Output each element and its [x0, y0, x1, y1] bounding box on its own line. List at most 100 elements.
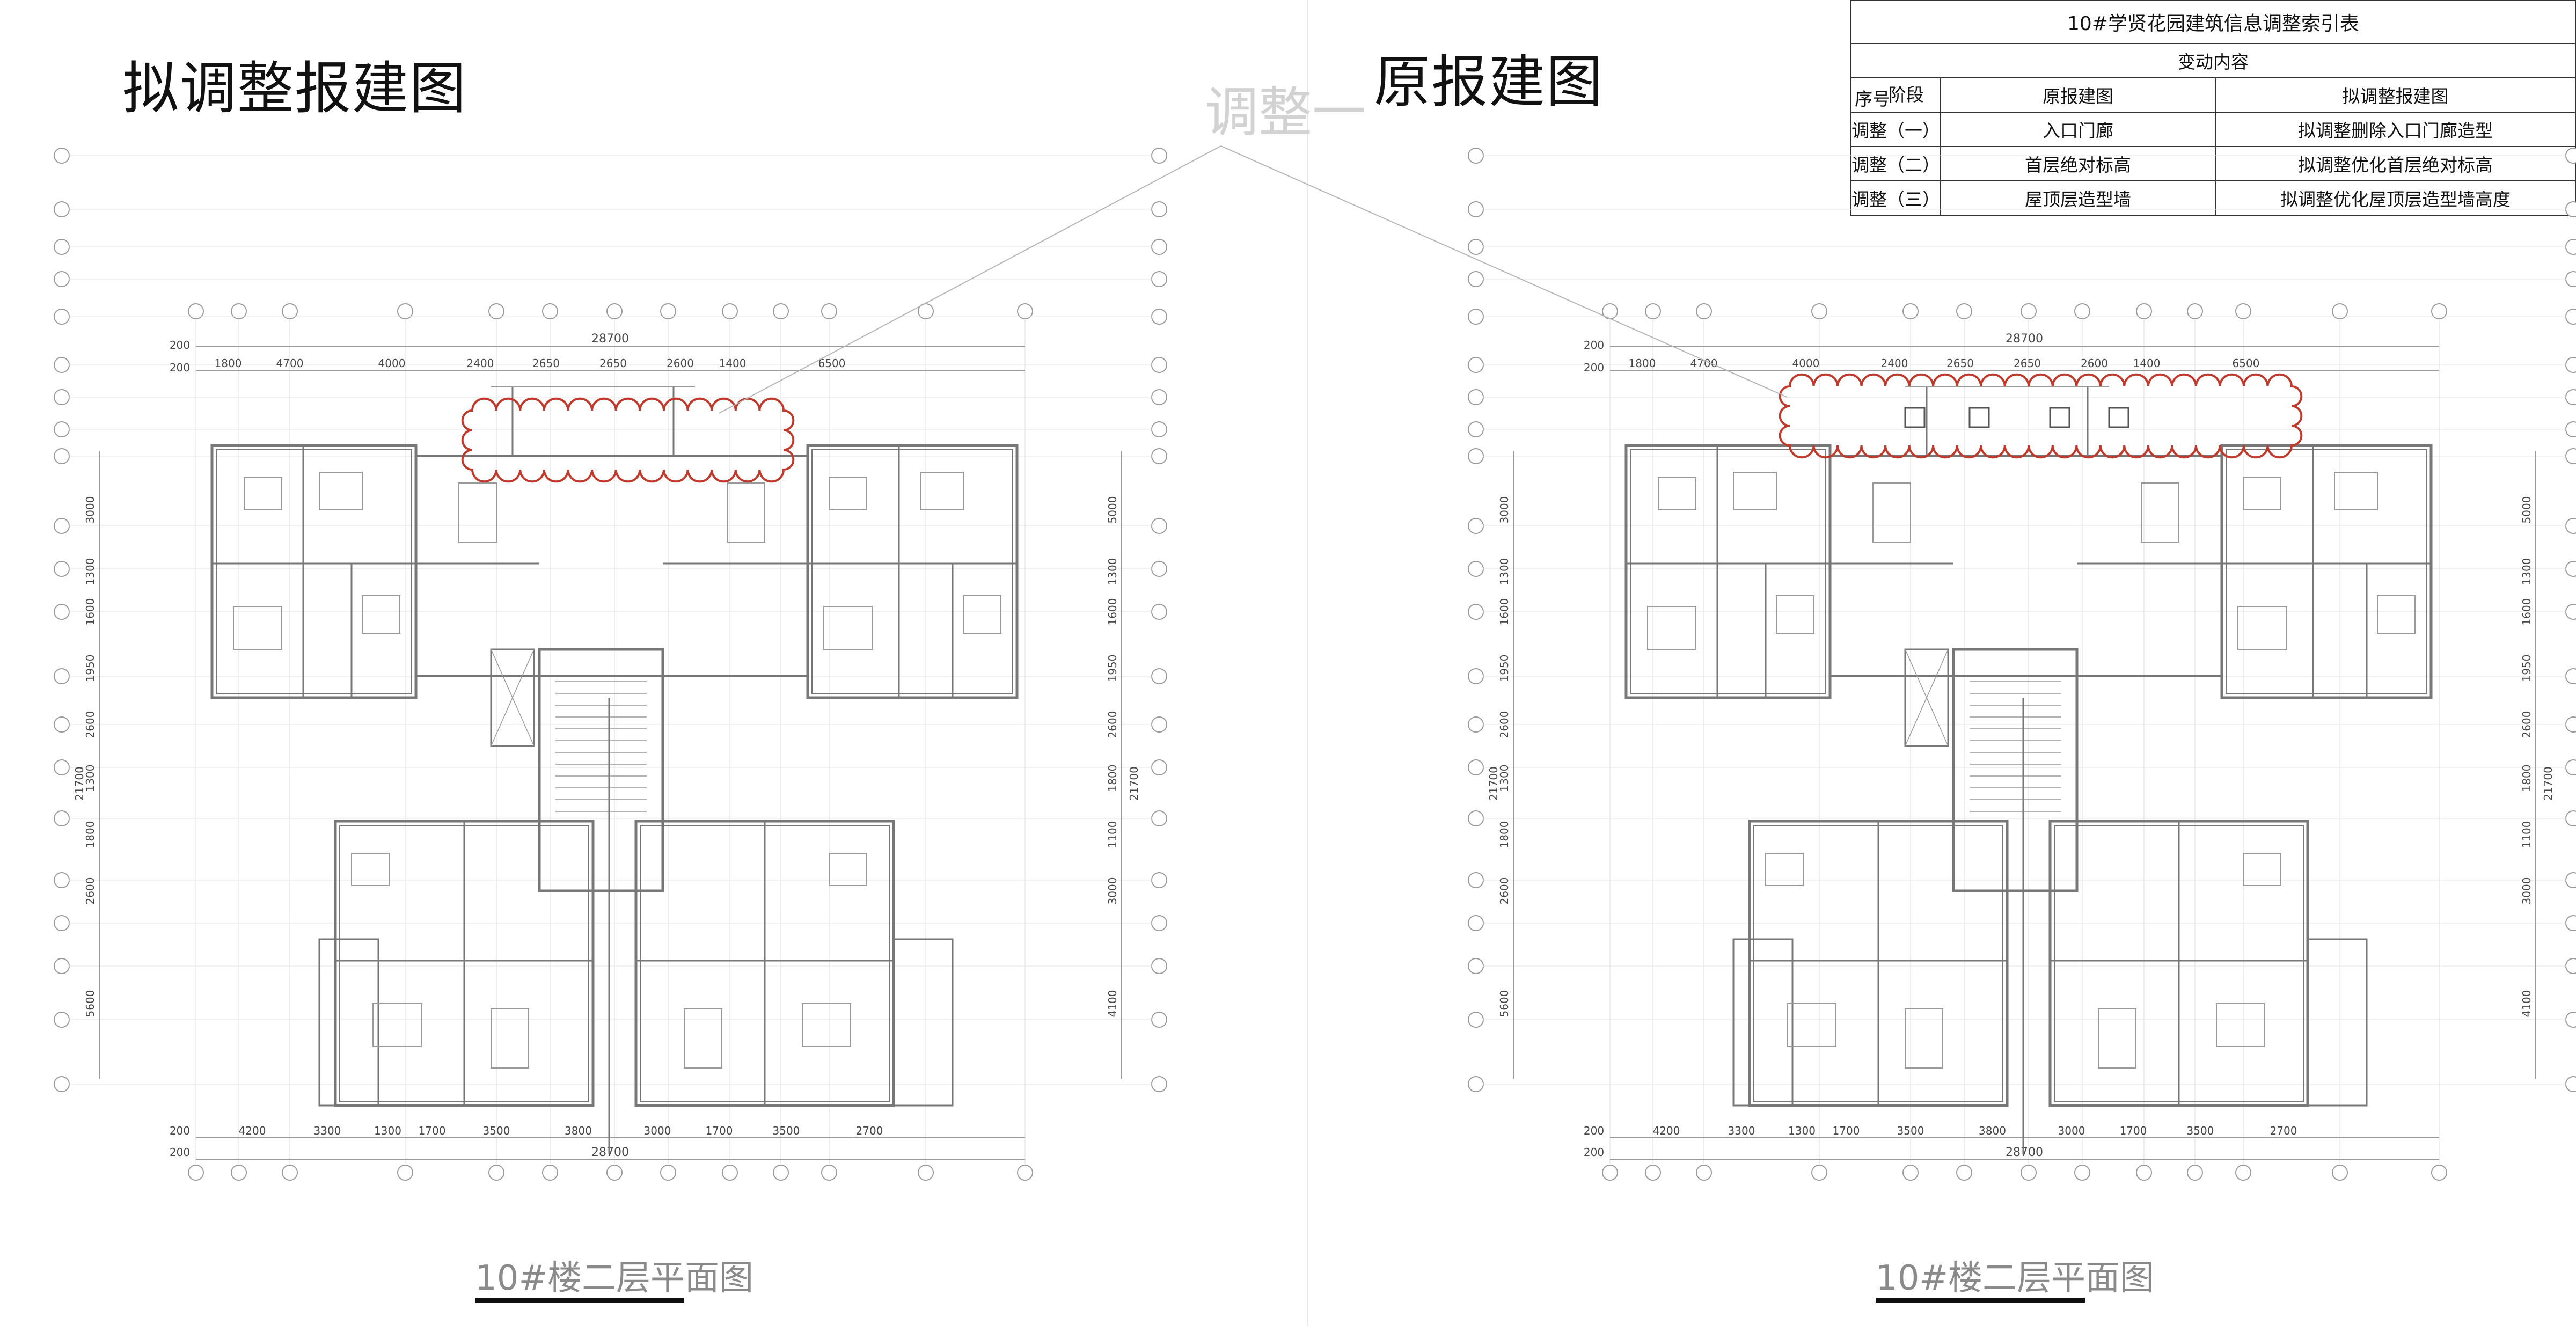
grid-bubble-left: [1468, 148, 1484, 164]
bottom-segment-dim: 3300: [1728, 1124, 1755, 1137]
grid-bubble-right: [2565, 872, 2576, 888]
overall-dim-vertical: 21700: [1128, 766, 1140, 801]
furniture-fixture: [823, 606, 873, 650]
bottom-segment-dim: 1300: [374, 1124, 401, 1137]
right-segment-dim: 4100: [2520, 990, 2533, 1018]
bottom-segment-dim: 3000: [644, 1124, 671, 1137]
left-segment-dim: 1300: [84, 558, 97, 586]
entrance-post-marker: [1904, 407, 1926, 428]
grid-bubble-bottom: [231, 1165, 247, 1181]
grid-bubble-bottom: [2332, 1165, 2348, 1181]
balcony-lower-left: [318, 938, 379, 1107]
bottom-segment-dim: 3500: [483, 1124, 510, 1137]
grid-bubble-left: [1468, 716, 1484, 733]
right-segment-dim: 1100: [1106, 821, 1119, 848]
grid-bubble-right: [1151, 271, 1167, 287]
furniture-fixture: [319, 472, 363, 510]
edge-dim: 200: [170, 361, 190, 374]
grid-bubble-right: [1151, 201, 1167, 217]
top-segment-dim: 6500: [818, 357, 846, 370]
grid-bubble-left: [54, 201, 70, 217]
stair-core: [1952, 648, 2079, 892]
grid-bubble-left: [54, 357, 70, 373]
right-segment-dim: 1800: [1106, 765, 1119, 792]
grid-bubble-left: [54, 389, 70, 405]
grid-bubble-left: [1468, 1012, 1484, 1028]
col-stage-label: 阶段: [1889, 84, 1924, 105]
bottom-segment-dim: 3000: [2058, 1124, 2085, 1137]
furniture-fixture: [1787, 1003, 1836, 1047]
bottom-segment-dim: 3300: [314, 1124, 341, 1137]
furniture-fixture: [1658, 477, 1696, 510]
grid-bubble-left: [54, 1076, 70, 1092]
grid-bubble-left: [54, 148, 70, 164]
balcony-lower-right: [892, 938, 954, 1107]
right-segment-dim: 2600: [2520, 711, 2533, 738]
row-original: 屋顶层造型墙: [1940, 180, 2216, 216]
overall-dim-bottom: 28700: [2006, 1146, 2043, 1159]
row-seq: 调整（一）: [1850, 112, 1941, 147]
grid-bubble-right: [2565, 389, 2576, 405]
left-segment-dim: 1300: [1498, 558, 1511, 586]
grid-bubble-left: [1468, 561, 1484, 577]
grid-bubble-right: [2565, 1012, 2576, 1028]
left-segment-dim: 1300: [84, 765, 97, 792]
furniture-fixture: [2334, 472, 2378, 510]
grid-bubble-right: [1151, 357, 1167, 373]
grid-bubble-left: [1468, 448, 1484, 464]
grid-bubble-right: [2565, 1076, 2576, 1092]
left-segment-dim: 5600: [1498, 990, 1511, 1018]
grid-bubble-right: [1151, 915, 1167, 931]
furniture-fixture: [2243, 477, 2281, 510]
grid-bubble-bottom: [2021, 1165, 2037, 1181]
right-segment-dim: 1100: [2520, 821, 2533, 848]
revision-cloud: [1779, 373, 2303, 459]
unit-upper-left: [1624, 444, 1832, 699]
row-proposed: 拟调整优化屋顶层造型墙高度: [2215, 180, 2576, 216]
bottom-segment-dim: 2700: [2270, 1124, 2297, 1137]
right-segment-dim: 4100: [1106, 990, 1119, 1018]
elevator-cross: [491, 649, 535, 747]
sheet-divider: [1307, 0, 1308, 1326]
edge-dim: 200: [1584, 361, 1604, 374]
furniture-fixture: [829, 477, 867, 510]
bottom-segment-dim: 3500: [773, 1124, 800, 1137]
proposed-caption-underline: [475, 1298, 684, 1303]
entrance-post-marker: [2049, 407, 2070, 428]
grid-bubble-left: [1468, 958, 1484, 974]
grid-bubble-right: [2565, 759, 2576, 775]
overall-dim-vertical: 21700: [1487, 766, 1500, 801]
bottom-segment-dim: 1300: [1788, 1124, 1816, 1137]
grid-bubble-bottom: [660, 1165, 676, 1181]
grid-bubble-left: [54, 668, 70, 684]
grid-bubble-bottom: [773, 1165, 789, 1181]
bottom-segment-dim: 4200: [239, 1124, 266, 1137]
bottom-segment-dim: 1700: [419, 1124, 446, 1137]
right-segment-dim: 2600: [1106, 711, 1119, 738]
grid-bubble-left: [1468, 201, 1484, 217]
grid-bubble-right: [2565, 561, 2576, 577]
grid-bubble-left: [1468, 239, 1484, 255]
top-segment-dim: 2650: [2014, 357, 2041, 370]
right-segment-dim: 1600: [2520, 598, 2533, 626]
furniture-fixture: [458, 482, 497, 543]
grid-bubble-bottom: [2235, 1165, 2251, 1181]
overall-dim-top: 28700: [591, 332, 629, 346]
grid-bubble-right: [2565, 148, 2576, 164]
furniture-fixture: [362, 595, 400, 634]
left-segment-dim: 1800: [84, 821, 97, 848]
grid-bubble-right: [1151, 1012, 1167, 1028]
furniture-fixture: [963, 595, 1001, 634]
row-seq: 调整（三）: [1850, 180, 1941, 216]
overall-dim-bottom: 28700: [591, 1146, 629, 1159]
leader-line-to-proposed: [719, 145, 1221, 414]
grid-bubble-bottom: [1902, 1165, 1919, 1181]
row-proposed: 拟调整删除入口门廊造型: [2215, 112, 2576, 147]
grid-bubble-right: [1151, 1076, 1167, 1092]
grid-bubble-right: [2565, 668, 2576, 684]
grid-bubble-right: [2565, 201, 2576, 217]
grid-bubble-right: [2565, 518, 2576, 534]
bottom-segment-dim: 3500: [2187, 1124, 2214, 1137]
